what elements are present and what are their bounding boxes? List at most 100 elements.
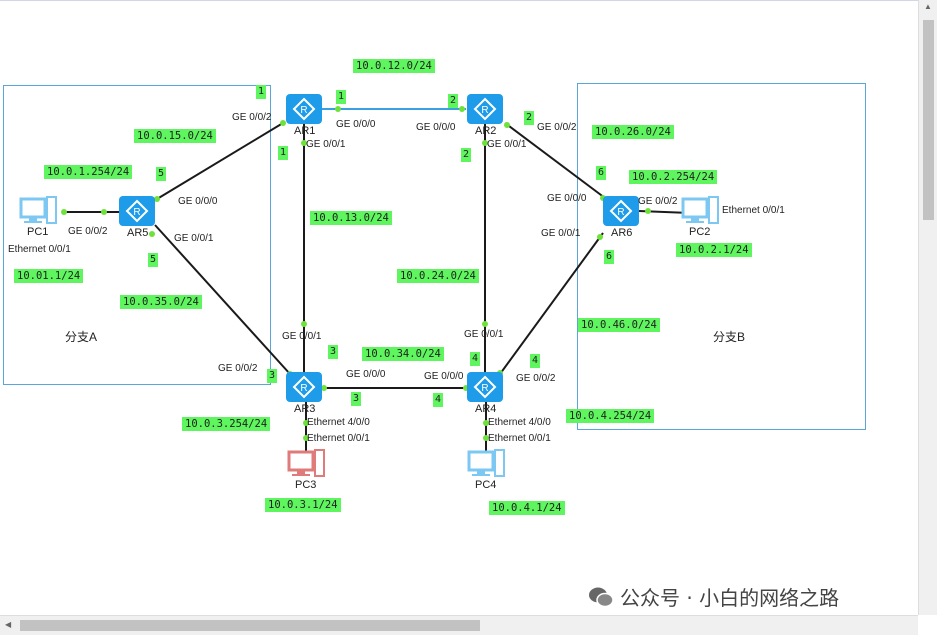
ip-address-label: 10.0.4.1/24 xyxy=(489,501,565,515)
ip-address-label: 10.0.4.254/24 xyxy=(566,409,655,423)
subnet-label: 10.0.24.0/24 xyxy=(397,269,479,283)
svg-text:R: R xyxy=(617,207,624,218)
device-name: AR6 xyxy=(611,227,633,239)
area-label-a: 分支A xyxy=(65,330,98,344)
interface-label: GE 0/0/0 xyxy=(547,193,587,204)
interface-label: Ethernet 0/0/1 xyxy=(307,433,370,444)
link-cost-label: 2 xyxy=(448,94,459,108)
interface-label: Ethernet 0/0/1 xyxy=(722,205,785,216)
link-cost-label: 3 xyxy=(351,392,362,406)
scroll-left-icon[interactable]: ◀ xyxy=(5,620,12,629)
subnet-label: 10.0.26.0/24 xyxy=(592,125,674,139)
svg-text:R: R xyxy=(481,383,488,394)
svg-text:R: R xyxy=(300,383,307,394)
area-branch-b xyxy=(577,83,866,430)
interface-label: GE 0/0/0 xyxy=(336,119,376,130)
interface-label: GE 0/0/2 xyxy=(232,112,272,123)
pc-pc3[interactable] xyxy=(287,449,325,477)
port-dot xyxy=(459,106,465,112)
router-ar5[interactable]: R xyxy=(119,196,155,226)
device-name: AR3 xyxy=(294,403,316,415)
subnet-label: 10.0.35.0/24 xyxy=(120,295,202,309)
device-name: PC3 xyxy=(295,479,317,491)
vertical-scroll-thumb[interactable] xyxy=(923,20,934,220)
interface-label: GE 0/0/0 xyxy=(346,369,386,380)
device-name: AR4 xyxy=(475,403,497,415)
interface-label: Ethernet 0/0/1 xyxy=(8,244,71,255)
link-cost-label: 1 xyxy=(278,146,289,160)
vertical-scrollbar[interactable]: ▲ xyxy=(918,0,937,615)
horizontal-scrollbar[interactable]: ◀ xyxy=(0,615,918,635)
port-dot xyxy=(482,321,488,327)
port-dot xyxy=(101,209,107,215)
router-ar1[interactable]: R xyxy=(286,94,322,124)
router-ar2[interactable]: R xyxy=(467,94,503,124)
ip-address-label: 10.0.3.1/24 xyxy=(265,498,341,512)
interface-label: GE 0/0/0 xyxy=(178,196,218,207)
device-name: AR1 xyxy=(294,125,316,137)
pc-pc1[interactable] xyxy=(19,196,57,224)
device-name: PC4 xyxy=(475,479,497,491)
port-dot xyxy=(154,196,160,202)
interface-label: GE 0/0/1 xyxy=(174,233,214,244)
link-ar5-ar3 xyxy=(154,224,291,375)
port-dot xyxy=(645,208,651,214)
horizontal-scroll-thumb[interactable] xyxy=(20,620,480,631)
link-cost-label: 4 xyxy=(530,354,541,368)
interface-label: GE 0/0/2 xyxy=(218,363,258,374)
link-ar6-ar4 xyxy=(499,232,604,375)
interface-label: GE 0/0/2 xyxy=(638,196,678,207)
subnet-label: 10.0.12.0/24 xyxy=(353,59,435,73)
link-cost-label: 5 xyxy=(156,167,167,181)
device-name: AR5 xyxy=(127,227,149,239)
link-cost-label: 6 xyxy=(604,250,615,264)
link-cost-label: 6 xyxy=(596,166,607,180)
area-label-b: 分支B xyxy=(713,330,746,344)
link-cost-label: 1 xyxy=(336,90,347,104)
watermark: 公众号 · 小白的网络之路 xyxy=(588,582,839,611)
wechat-icon xyxy=(589,587,614,607)
interface-label: Ethernet 0/0/1 xyxy=(488,433,551,444)
subnet-label: 10.0.13.0/24 xyxy=(310,211,392,225)
interface-label: GE 0/0/1 xyxy=(541,228,581,239)
interface-label: GE 0/0/0 xyxy=(424,371,464,382)
interface-label: GE 0/0/2 xyxy=(537,122,577,133)
link-ar2-ar6 xyxy=(504,122,606,199)
device-name: PC1 xyxy=(27,226,49,238)
ip-address-label: 10.0.3.254/24 xyxy=(182,417,271,431)
port-dot xyxy=(301,321,307,327)
port-dot xyxy=(149,231,155,237)
device-name: AR2 xyxy=(475,125,497,137)
link-ar5-ar1 xyxy=(156,122,284,200)
router-ar4[interactable]: R xyxy=(467,372,503,402)
port-dot xyxy=(301,140,307,146)
svg-text:R: R xyxy=(133,207,140,218)
pc-pc2[interactable] xyxy=(681,196,719,224)
link-cost-label: 5 xyxy=(148,253,159,267)
port-dot xyxy=(61,209,67,215)
link-cost-label: 3 xyxy=(328,345,339,359)
interface-label: Ethernet 4/0/0 xyxy=(307,417,370,428)
device-name: PC2 xyxy=(689,226,711,238)
svg-text:R: R xyxy=(300,105,307,116)
ip-address-label: 10.0.2.254/24 xyxy=(629,170,718,184)
port-dot xyxy=(321,385,327,391)
router-ar3[interactable]: R xyxy=(286,372,322,402)
port-dot xyxy=(303,435,309,441)
interface-label: GE 0/0/1 xyxy=(464,329,504,340)
watermark-text: 公众号 · 小白的网络之路 xyxy=(620,586,840,610)
interface-label: GE 0/0/2 xyxy=(516,373,556,384)
port-dot xyxy=(335,106,341,112)
link-cost-label: 4 xyxy=(433,393,444,407)
link-cost-label: 2 xyxy=(461,148,472,162)
router-ar6[interactable]: R xyxy=(603,196,639,226)
interface-label: Ethernet 4/0/0 xyxy=(488,417,551,428)
port-dot xyxy=(504,122,510,128)
subnet-label: 10.0.15.0/24 xyxy=(134,129,216,143)
interface-label: GE 0/0/2 xyxy=(68,226,108,237)
scroll-up-icon[interactable]: ▲ xyxy=(924,2,932,11)
port-dot xyxy=(597,234,603,240)
link-cost-label: 4 xyxy=(470,352,481,366)
pc-pc4[interactable] xyxy=(467,449,505,477)
